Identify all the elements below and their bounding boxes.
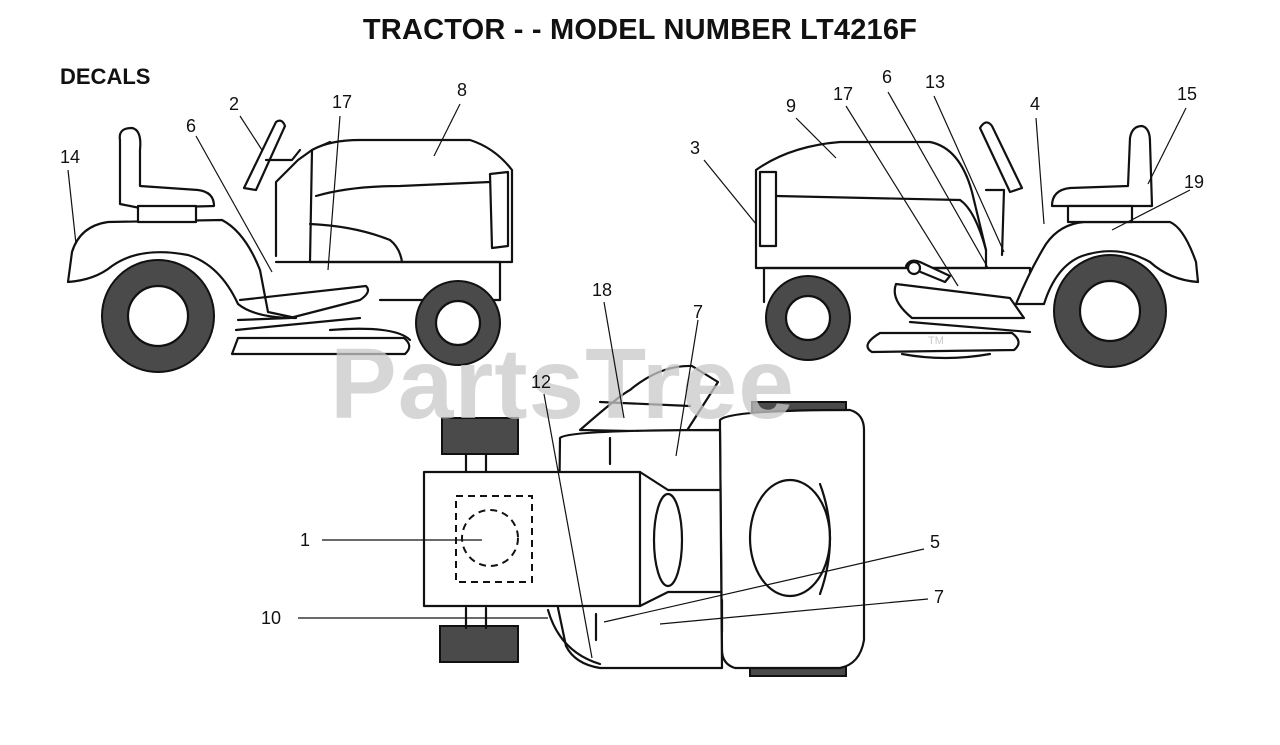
callout-2: 2	[229, 94, 239, 114]
front-left-tire-top[interactable]	[441, 417, 519, 455]
rear-fender-right[interactable]	[1014, 220, 1200, 306]
tractor-top-view	[422, 364, 866, 677]
callout-15: 15	[1177, 84, 1197, 104]
seat-left[interactable]	[118, 126, 216, 210]
callout-8: 8	[457, 80, 467, 100]
hood-left[interactable]	[308, 138, 514, 264]
leader-lines	[67, 91, 1191, 659]
callout-numbers: 14 2 6 17 8 3 9 17 6 13 4 15 19 18 7 12 …	[60, 67, 1204, 628]
steering-wheel-right[interactable]	[978, 121, 1024, 194]
callout-18: 18	[592, 280, 612, 300]
callout-6-left: 6	[186, 116, 196, 136]
callout-7-top: 7	[693, 302, 703, 322]
mower-deck-right[interactable]	[866, 331, 1020, 354]
callout-10: 10	[261, 608, 281, 628]
callout-9: 9	[786, 96, 796, 116]
diagram-title: TRACTOR - - MODEL NUMBER LT4216F	[362, 14, 918, 46]
callout-12: 12	[531, 372, 551, 392]
callout-1: 1	[300, 530, 310, 550]
section-label: DECALS	[60, 64, 151, 89]
callout-4: 4	[1030, 94, 1040, 114]
mower-deck-left[interactable]	[230, 336, 411, 356]
callout-6-right: 6	[882, 67, 892, 87]
tractor-left-side-view	[66, 119, 514, 373]
callout-5: 5	[930, 532, 940, 552]
callout-3: 3	[690, 138, 700, 158]
tractor-right-side-view	[754, 121, 1200, 368]
callout-14: 14	[60, 147, 80, 167]
callout-17-left: 17	[332, 92, 352, 112]
hood-right[interactable]	[754, 140, 988, 270]
callout-7-bottom: 7	[934, 587, 944, 607]
callout-13: 13	[925, 72, 945, 92]
callout-17-right: 17	[833, 84, 853, 104]
watermark: PartsTree	[330, 328, 795, 440]
callout-19: 19	[1184, 172, 1204, 192]
seat-top[interactable]	[748, 478, 832, 598]
seat-right[interactable]	[1050, 124, 1154, 208]
steering-wheel-left[interactable]	[242, 119, 287, 192]
watermark-tm: TM	[928, 335, 944, 347]
front-right-tire-top[interactable]	[439, 625, 519, 663]
